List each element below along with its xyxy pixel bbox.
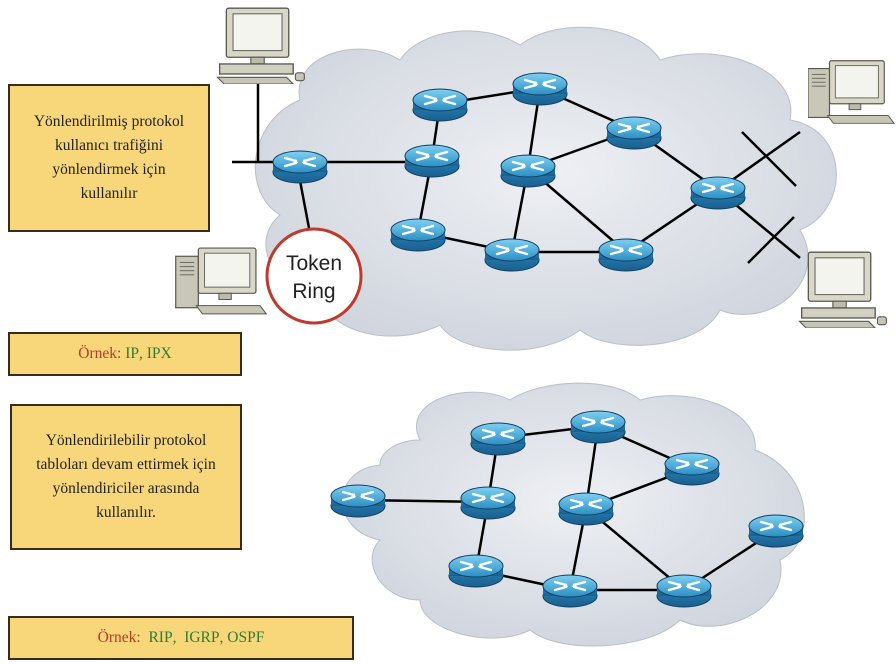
token-ring-icon: Token Ring — [265, 227, 363, 325]
example-label: Örnek: — [97, 629, 141, 646]
router-icon — [271, 149, 329, 185]
token-ring-label-1: Token — [286, 252, 342, 275]
router-icon — [605, 115, 663, 151]
router-icon — [747, 513, 805, 549]
example-item: RIP — [148, 629, 173, 646]
description-line: kullanıcı trafiğini — [54, 137, 164, 154]
router-icon — [403, 143, 461, 179]
router-icon — [483, 237, 541, 273]
description-line: Yönlendirilebilir protokol — [45, 432, 207, 449]
router-icon — [447, 553, 505, 589]
computer-icon — [798, 251, 888, 328]
example-item: IPX — [146, 345, 172, 362]
router-icon — [569, 409, 627, 445]
router-icon — [597, 237, 655, 273]
routed-protocol-example: Örnek: IP , IPX — [8, 332, 242, 376]
computer-icon — [216, 7, 306, 84]
description-line: kullanılır — [80, 185, 138, 202]
router-icon — [459, 485, 517, 521]
router-icon — [499, 153, 557, 189]
router-icon — [655, 573, 713, 609]
description-line: tabloları devam ettirmek için — [36, 456, 216, 473]
routing-protocol-example: Örnek: RIP , IGRP , OSPF — [8, 616, 354, 660]
routed-protocol-description: Yönlendirilmiş protokol kullanıcı trafiğ… — [8, 84, 210, 232]
router-icon — [511, 71, 569, 107]
router-icon — [557, 491, 615, 527]
description-line: Yönlendirilmiş protokol — [33, 113, 185, 130]
router-icon — [411, 87, 469, 123]
router-icon — [541, 573, 599, 609]
routing-protocol-description: Yönlendirilebilir protokol tabloları dev… — [10, 404, 242, 550]
computer-icon — [175, 247, 267, 315]
example-item: IP — [125, 345, 139, 362]
router-icon — [329, 483, 387, 519]
example-item: IGRP — [184, 629, 220, 646]
example-item: OSPF — [227, 629, 265, 646]
router-icon — [469, 421, 527, 457]
description-line: yönlendiriciler arasında — [52, 480, 200, 497]
router-icon — [389, 217, 447, 253]
token-ring-label-2: Ring — [292, 280, 335, 303]
example-label: Örnek: — [78, 345, 122, 362]
computer-icon — [808, 60, 895, 124]
description-line: kullanılır. — [96, 504, 156, 521]
router-icon — [663, 451, 721, 487]
router-icon — [689, 175, 747, 211]
description-line: yönlendirmek için — [52, 161, 166, 178]
